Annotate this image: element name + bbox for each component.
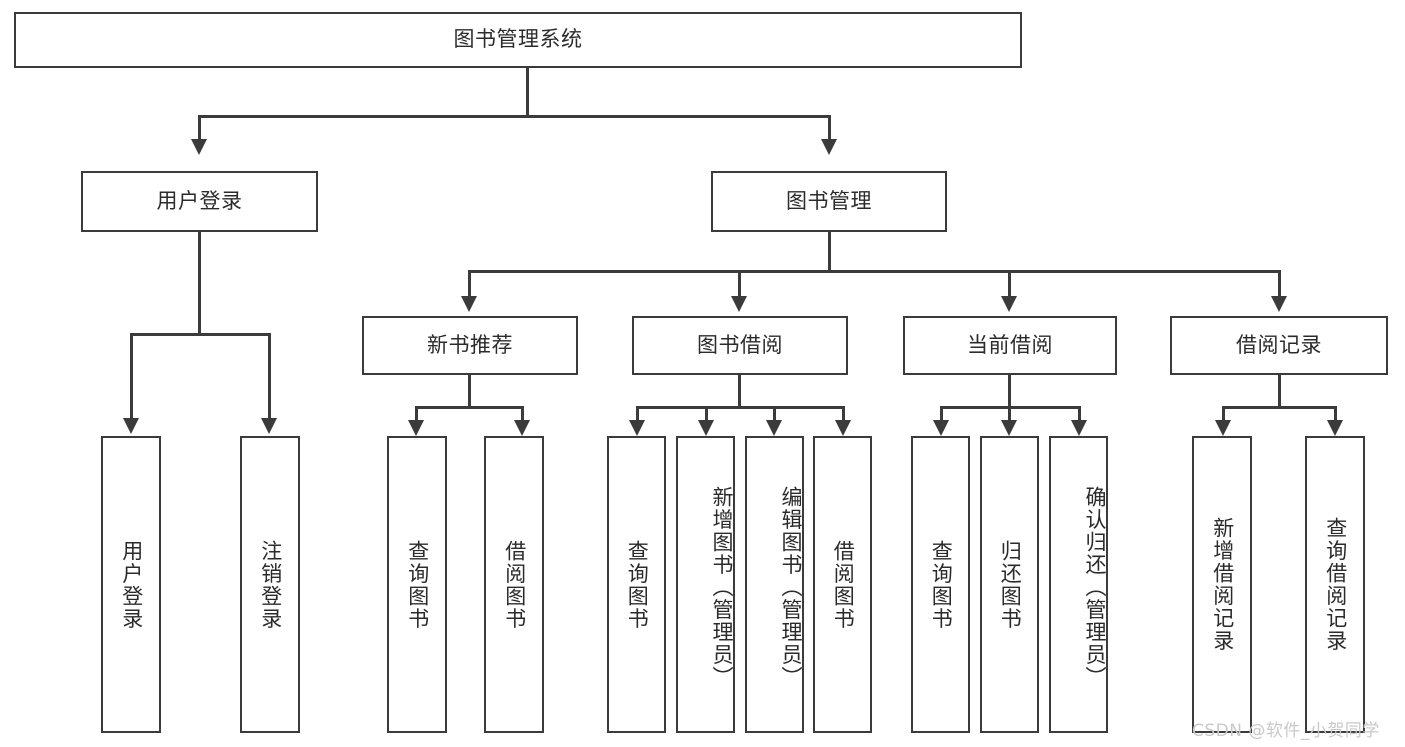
node-label: 图书借阅	[697, 332, 783, 357]
connector-user-login-to-leaf-0	[130, 333, 133, 420]
node-label: 用户登录	[119, 539, 144, 630]
connector-borrow-record-bar	[1222, 406, 1336, 409]
node-label: 当前借阅	[967, 332, 1053, 357]
connector-root-bar	[198, 115, 830, 118]
leaf-borrow-record-0[interactable]: 新增借阅记录	[1192, 436, 1252, 733]
arrow-new-book-to-leaf-1	[514, 420, 530, 436]
arrow-borrow-record-to-leaf-1	[1327, 420, 1343, 436]
node-label: 查询借阅记录	[1323, 517, 1348, 652]
leaf-book-borrow-3[interactable]: 借阅图书	[813, 436, 872, 733]
connector-current-borrow-to-leaf-1	[1008, 406, 1011, 422]
node-user-login[interactable]: 用户登录	[81, 171, 318, 232]
arrow-book-mgmt-to-l3-2	[1001, 296, 1017, 312]
connector-book-borrow-to-leaf-1	[705, 406, 708, 422]
node-root-system[interactable]: 图书管理系统	[14, 12, 1022, 68]
leaf-book-borrow-0[interactable]: 查询图书	[607, 436, 666, 733]
connector-borrow-record-to-leaf-0	[1222, 406, 1225, 422]
connector-user-login-to-leaf-1	[268, 333, 271, 420]
leaf-new-book-0[interactable]: 查询图书	[387, 436, 447, 733]
node-label: 新书推荐	[427, 332, 513, 357]
connector-root-to-user-login	[198, 115, 201, 141]
connector-book-borrow-to-leaf-3	[842, 406, 845, 422]
connector-book-borrow-to-leaf-0	[636, 406, 639, 422]
node-label: 编辑图书（管理员）	[779, 486, 803, 689]
leaf-current-borrow-2[interactable]: 确认归还（管理员）	[1049, 436, 1108, 733]
node-new-book-recommend[interactable]: 新书推荐	[362, 316, 578, 375]
node-label: 借阅图书	[831, 539, 856, 630]
leaf-user-login-0[interactable]: 用户登录	[101, 436, 161, 733]
node-borrow-record[interactable]: 借阅记录	[1170, 316, 1388, 375]
node-label: 新增图书（管理员）	[710, 486, 734, 689]
arrow-user-login-to-leaf-1	[261, 418, 277, 434]
connector-book-mgmt-to-l3-0	[468, 270, 471, 298]
arrow-root-to-user-login	[191, 139, 207, 155]
connector-book-borrow-stem	[738, 375, 741, 408]
leaf-current-borrow-0[interactable]: 查询图书	[911, 436, 970, 733]
connector-book-mgmt-stem	[828, 232, 831, 272]
leaf-new-book-1[interactable]: 借阅图书	[484, 436, 544, 733]
arrow-borrow-record-to-leaf-0	[1215, 420, 1231, 436]
arrow-book-mgmt-to-l3-1	[731, 296, 747, 312]
node-book-borrow[interactable]: 图书借阅	[632, 316, 848, 375]
node-label: 图书管理系统	[453, 27, 583, 52]
connector-root-to-book-mgmt	[828, 115, 831, 141]
connector-new-book-to-leaf-0	[415, 406, 418, 422]
arrow-current-borrow-to-leaf-2	[1071, 420, 1087, 436]
arrow-book-borrow-to-leaf-3	[835, 420, 851, 436]
arrow-book-borrow-to-leaf-0	[629, 420, 645, 436]
node-label: 用户登录	[156, 188, 243, 213]
node-label: 借阅图书	[502, 539, 527, 630]
node-label: 图书管理	[786, 188, 872, 213]
node-label: 注销登录	[258, 539, 283, 630]
connector-root-stem	[526, 68, 529, 116]
connector-current-borrow-stem	[1008, 375, 1011, 408]
connector-current-borrow-to-leaf-0	[940, 406, 943, 422]
connector-book-mgmt-to-l3-2	[1008, 270, 1011, 298]
leaf-current-borrow-1[interactable]: 归还图书	[980, 436, 1039, 733]
node-label: 借阅记录	[1236, 332, 1322, 357]
arrow-book-borrow-to-leaf-2	[766, 420, 782, 436]
arrow-new-book-to-leaf-0	[408, 420, 424, 436]
node-label: 查询图书	[405, 539, 430, 630]
watermark-csdn: CSDN @软件_小贺同学	[1192, 721, 1380, 741]
arrow-book-mgmt-to-l3-3	[1271, 296, 1287, 312]
arrow-root-to-book-mgmt	[821, 139, 837, 155]
leaf-user-login-1[interactable]: 注销登录	[240, 436, 300, 733]
node-book-management[interactable]: 图书管理	[711, 171, 947, 232]
node-current-borrow[interactable]: 当前借阅	[903, 316, 1117, 375]
leaf-book-borrow-1[interactable]: 新增图书（管理员）	[676, 436, 735, 733]
connector-new-book-stem	[468, 375, 471, 408]
connector-current-borrow-to-leaf-2	[1078, 406, 1081, 422]
connector-book-borrow-bar	[636, 406, 844, 409]
node-label: 查询图书	[625, 539, 650, 630]
connector-book-borrow-to-leaf-2	[773, 406, 776, 422]
connector-user-login-bar	[130, 333, 270, 336]
connector-book-mgmt-to-l3-3	[1278, 270, 1281, 298]
arrow-current-borrow-to-leaf-1	[1001, 420, 1017, 436]
connector-book-mgmt-bar	[468, 270, 1280, 273]
connector-user-login-stem	[198, 232, 201, 335]
arrow-book-mgmt-to-l3-0	[461, 296, 477, 312]
connector-new-book-to-leaf-1	[521, 406, 524, 422]
arrow-current-borrow-to-leaf-0	[933, 420, 949, 436]
leaf-book-borrow-2[interactable]: 编辑图书（管理员）	[745, 436, 804, 733]
node-label: 新增借阅记录	[1210, 517, 1235, 652]
connector-borrow-record-to-leaf-1	[1334, 406, 1337, 422]
node-label: 确认归还（管理员）	[1083, 486, 1107, 689]
leaf-borrow-record-1[interactable]: 查询借阅记录	[1305, 436, 1365, 733]
node-label: 归还图书	[998, 539, 1023, 630]
arrow-user-login-to-leaf-0	[123, 418, 139, 434]
node-label: 查询图书	[929, 539, 954, 630]
connector-new-book-bar	[415, 406, 523, 409]
connector-borrow-record-stem	[1278, 375, 1281, 408]
connector-book-mgmt-to-l3-1	[738, 270, 741, 298]
arrow-book-borrow-to-leaf-1	[698, 420, 714, 436]
